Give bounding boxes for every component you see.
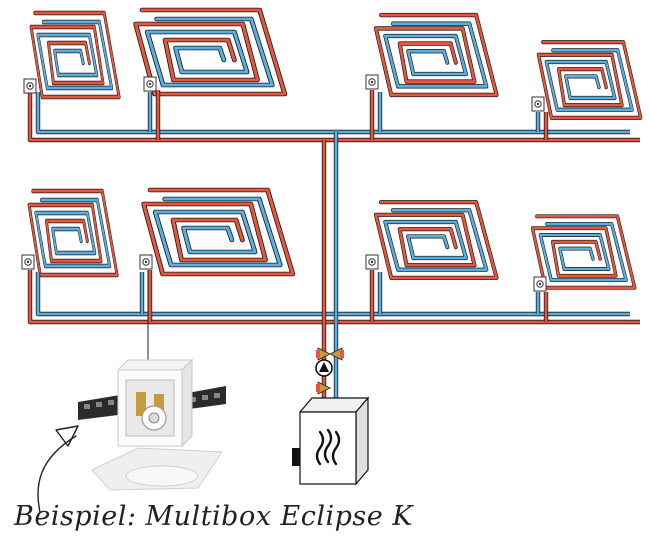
thermostat-valve-box-icon [531,96,545,112]
heating-loop-top-1 [31,13,119,97]
heating-loop-top-4 [538,42,640,118]
thermostat-valve-box-icon [143,76,157,92]
distribution-pipes-top [27,88,640,143]
thermostat-valve-box-icon [21,254,35,270]
heating-loop-bottom-3 [376,202,497,278]
hand-drawn-arrow-icon [37,425,79,513]
thermostat-valve-box-icon [139,254,153,270]
heat-generator-icon [292,396,370,486]
thermostat-valve-box-icon [365,74,379,90]
thermostat-valve-box-icon [23,78,37,94]
distribution-pipes-bottom [27,270,640,325]
thermostat-valve-box-icon [365,254,379,270]
heating-loop-bottom-1 [29,191,117,275]
product-caption: Beispiel: Multibox Eclipse K [14,501,414,532]
heating-loop-top-3 [376,15,497,95]
thermostat-valve-box-icon [533,276,547,292]
mounting-rail [78,386,226,420]
heating-loop-bottom-4 [530,214,637,290]
heating-loop-top-2 [136,10,285,94]
circulation-pump-icon [315,347,344,395]
heating-loop-bottom-2 [144,190,293,274]
valve-icon [316,347,331,361]
valve-icon [329,347,344,361]
multibox-product-photo [78,358,226,491]
valve-icon [316,381,331,395]
